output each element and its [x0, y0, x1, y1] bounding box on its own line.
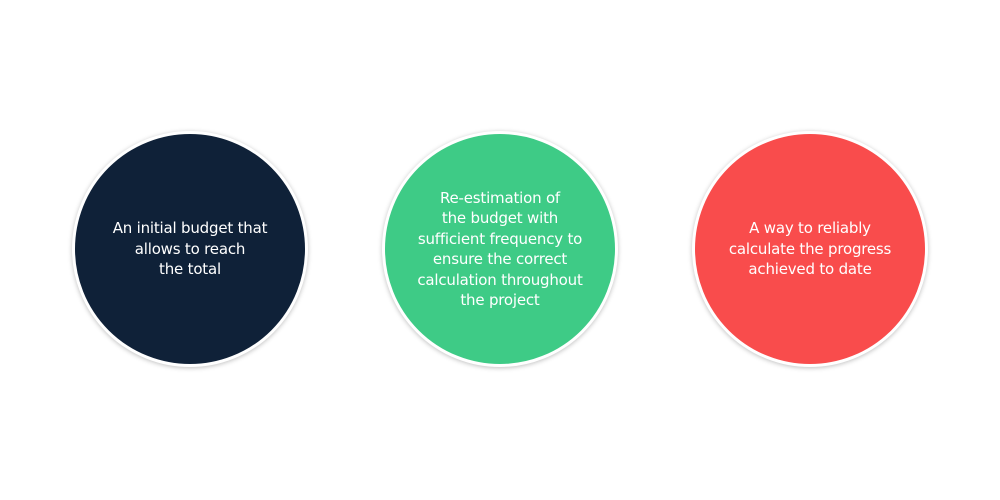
re-estimation-text: Re-estimation of the budget with suffici…: [417, 188, 583, 310]
initial-budget-circle: An initial budget that allows to reach t…: [72, 131, 308, 367]
progress-calculation-text: A way to reliably calculate the progress…: [728, 219, 892, 279]
re-estimation-circle: Re-estimation of the budget with suffici…: [382, 131, 618, 367]
initial-budget-text: An initial budget that allows to reach t…: [112, 219, 268, 279]
progress-calculation-circle: A way to reliably calculate the progress…: [692, 131, 928, 367]
